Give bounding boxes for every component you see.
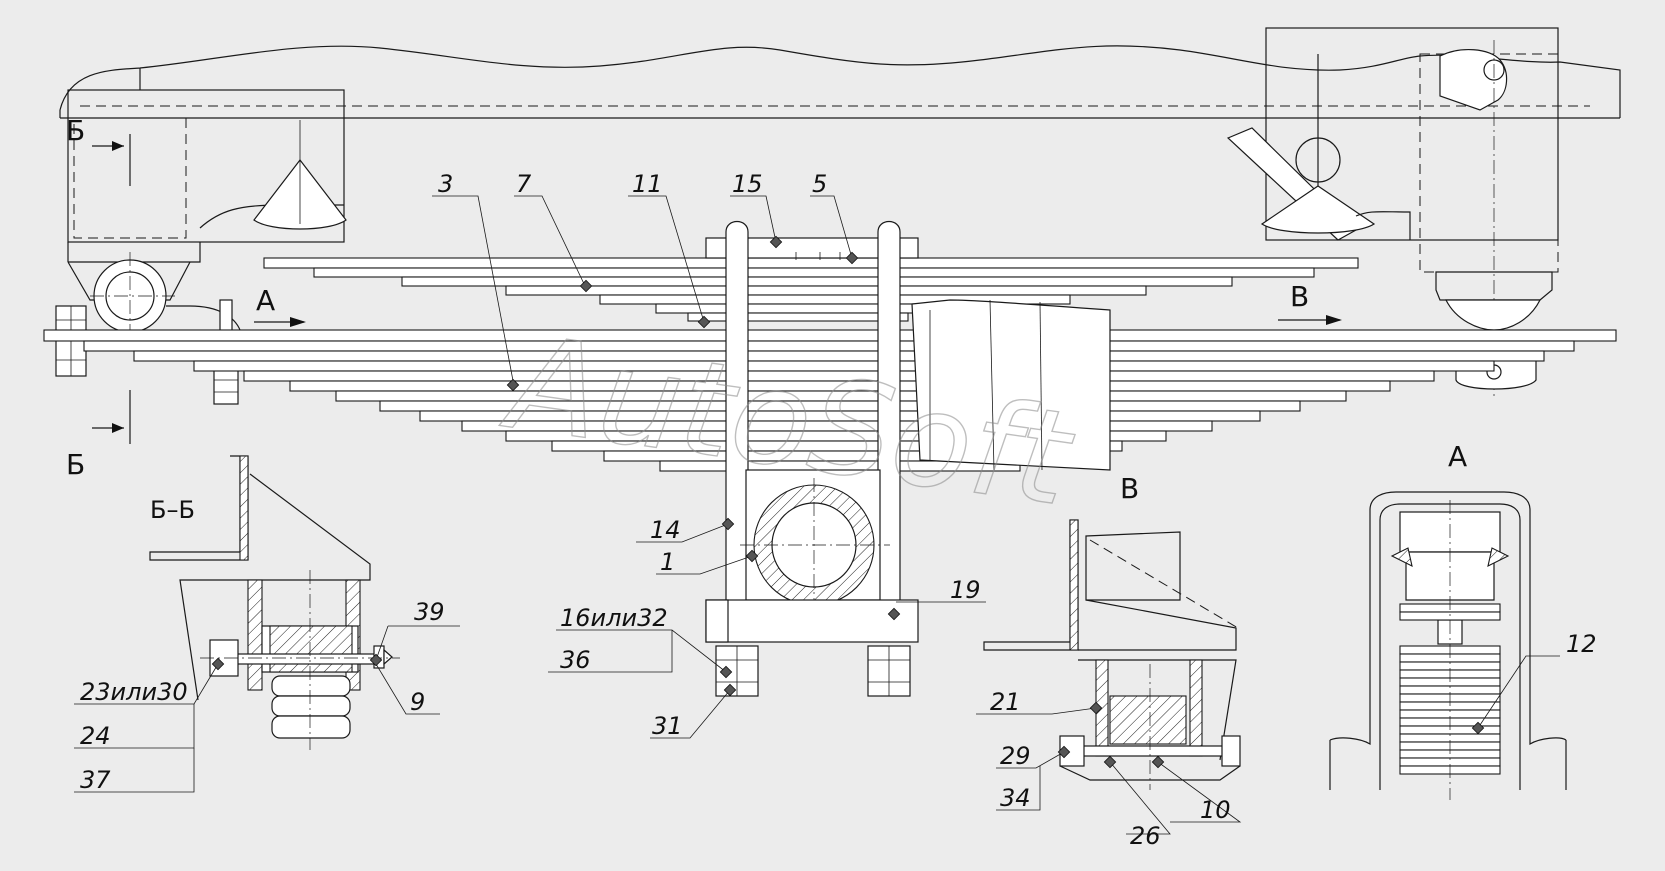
rear-spring-bracket [1226,27,1559,400]
callout-15: 15 [732,170,763,198]
u-bolt-plate [705,599,919,643]
callout-31: 31 [652,712,683,740]
view-arrow-v [1278,315,1342,325]
vehicle-frame [59,45,1621,119]
callout-11: 11 [632,170,663,198]
spring-leaf [263,257,1359,269]
callout-24: 24 [80,722,111,750]
spring-leaf [505,285,1147,296]
view-a-detail [1329,491,1567,800]
spring-leaf [401,276,1233,287]
callout-9: 9 [410,688,425,716]
view-v-title: В [1120,472,1139,505]
callout-7: 7 [516,170,532,198]
spring-pad-top [705,237,919,260]
spring-leaf-main [43,329,1617,342]
front-spring-bracket [67,89,347,345]
spring-leaf [313,267,1315,278]
callout-3: 3 [438,170,453,198]
callout-36: 36 [560,646,591,674]
callout-16-or-32: 16или32 [560,604,668,632]
view-v-detail [983,519,1241,790]
callout-34: 34 [1000,784,1031,812]
callout-10: 10 [1200,796,1231,824]
section-label-b-bottom: Б [66,448,85,481]
u-bolt-right [877,220,901,621]
section-bb-title: Б–Б [150,496,195,524]
leader-lines [74,195,1560,835]
callout-26: 26 [1130,822,1161,850]
callout-21: 21 [990,688,1021,716]
view-arrow-a [254,317,306,327]
callout-37: 37 [80,766,111,794]
callout-12: 12 [1566,630,1597,658]
callout-29: 29 [1000,742,1031,770]
callout-14: 14 [650,516,681,544]
section-bb-view [149,455,400,750]
view-arrow-label-v: В [1290,280,1309,313]
view-a-title: А [1448,440,1467,473]
callout-19: 19 [950,576,981,604]
item-markers [211,235,1485,769]
axle-beam-section [705,469,919,643]
spring-spacer [911,299,1111,471]
spring-leaf [687,312,909,322]
callout-1: 1 [660,548,675,576]
callout-5: 5 [812,170,827,198]
section-label-b-top: Б [66,114,85,147]
leaf-spring-pack [43,257,1617,472]
callout-39: 39 [414,598,445,626]
u-bolt-nut-right [867,645,911,697]
section-line-bb [92,134,131,444]
view-arrow-label-a: А [256,284,275,317]
callout-23-or-30: 23или30 [80,678,188,706]
